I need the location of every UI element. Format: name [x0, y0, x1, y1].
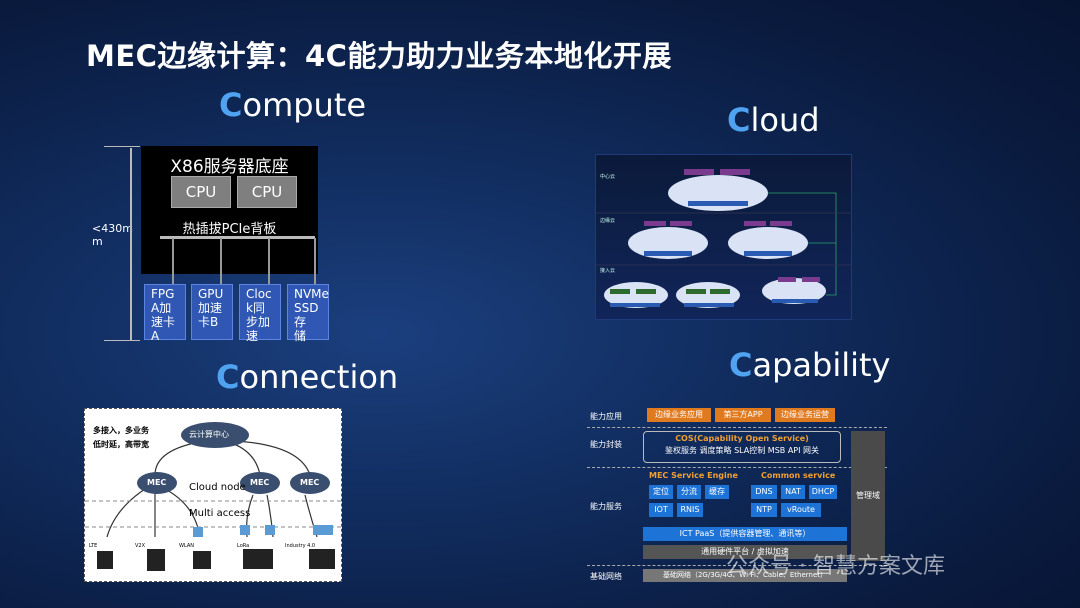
access-tag: LTE [89, 543, 98, 549]
base-network: 基础网络（2G/3G/4G、Wi-Fi、Cable、Ethernet） [643, 569, 847, 582]
mec-node-label: MEC [250, 478, 270, 487]
ict-paas: ICT PaaS（提供容器管理、通讯等） [643, 527, 847, 541]
row-label: 能力封装 [590, 440, 622, 449]
gpu-card: GPU 加速 卡B [191, 284, 233, 340]
app-third-party: 第三方APP [715, 408, 771, 422]
engine-item: RNIS [677, 503, 703, 517]
row-label: 基础网络 [590, 572, 622, 581]
mec-node-label: MEC [300, 478, 320, 487]
bus-line [268, 238, 270, 284]
height-arrow [130, 148, 132, 340]
access-tag: WLAN [179, 543, 195, 549]
mec-node-label: MEC [147, 478, 167, 487]
cloud-row-label: 中心云 [600, 174, 616, 180]
pcie-backplane: 热插拔PCIe背板 [182, 222, 277, 237]
cos-items: 鉴权服务 调度策略 SLA控制 MSB API 网关 [664, 446, 820, 455]
engine-item: IOT [649, 503, 673, 517]
divider [587, 467, 887, 468]
cloud-diagram [596, 169, 851, 308]
app-edge-ops: 边缘业务运营 [775, 408, 835, 422]
bus-line [220, 238, 222, 284]
access-tag: Industry 4.0 [285, 543, 316, 549]
cloud-heading: Cloud [727, 101, 820, 139]
height-label: <430m m [92, 222, 133, 248]
common-item: DHCP [809, 485, 837, 499]
cos-title: COS(Capability Open Service) [675, 434, 809, 443]
cloud-node-label: Cloud node [189, 482, 246, 493]
cloud-row-label: 边缘云 [600, 218, 616, 224]
slide-title: MEC边缘计算：4C能力助力业务本地化开展 [86, 39, 672, 73]
access-tag: LoRa [237, 543, 250, 549]
fpga-card: FPG A加 速卡 A [144, 284, 186, 343]
height-top-tick [104, 146, 140, 147]
pcie-bus [160, 236, 315, 239]
compute-heading: Compute [219, 86, 367, 124]
row-label: 能力服务 [590, 502, 622, 511]
engine-item: 定位 [649, 485, 673, 499]
server-chassis: X86服务器底座 CPU CPU 热插拔PCIe背板 [141, 146, 318, 274]
common-item: DNS [751, 485, 777, 499]
bus-line [172, 238, 174, 284]
engine-item: 缓存 [705, 485, 729, 499]
height-bottom-tick [104, 340, 140, 341]
common-item: NTP [751, 503, 777, 517]
row-label: 能力应用 [590, 412, 622, 421]
connection-network-graphic [85, 422, 341, 571]
connection-diagram: 多接入，多业务 低时延，高带宽 云计算中心 MEC MEC MEC Cloud … [84, 408, 342, 582]
engine-item: 分流 [677, 485, 701, 499]
common-item: NAT [781, 485, 805, 499]
server-title: X86服务器底座 [170, 157, 289, 177]
management-domain: 管理域 [851, 431, 885, 561]
capability-heading: Capability [729, 346, 891, 384]
app-edge-business: 边缘业务应用 [647, 408, 711, 422]
clock-card: Cloc k同 步加 速 [239, 284, 281, 343]
capability-diagram: 能力应用 能力封装 能力服务 基础网络 边缘业务应用 第三方APP 边缘业务运营… [587, 405, 892, 585]
cloud-architecture-image: 中心云 边缘云 接入云 [595, 154, 852, 320]
common-item: vRoute [781, 503, 821, 517]
connection-heading: Connection [216, 358, 399, 396]
cpu-1: CPU [171, 176, 231, 208]
hw-platform: 通用硬件平台 / 虚拟加速 [643, 545, 847, 559]
connection-feature-2: 低时延，高带宽 [93, 440, 149, 449]
cos-box: COS(Capability Open Service) 鉴权服务 调度策略 S… [643, 431, 841, 463]
divider [587, 427, 887, 428]
cpu-2: CPU [237, 176, 297, 208]
access-tag: V2X [135, 543, 146, 549]
cloud-row-label: 接入云 [600, 268, 616, 274]
multi-access-label: Multi access [189, 508, 251, 519]
nvme-card: NVMe SSD存 储 [287, 284, 329, 343]
watermark: 公众号 · 智慧方案文库 [726, 554, 945, 579]
engine-title: MEC Service Engine [649, 471, 738, 480]
bus-line [314, 238, 316, 284]
cloud-center-label: 云计算中心 [189, 430, 229, 439]
divider [587, 565, 887, 566]
connection-feature-1: 多接入，多业务 [93, 426, 149, 435]
common-title: Common service [761, 471, 836, 480]
